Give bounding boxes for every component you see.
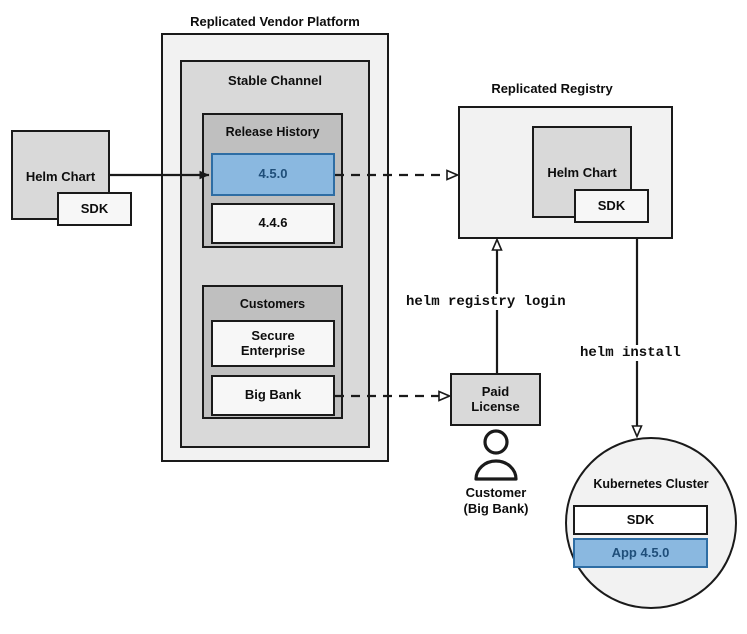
registry-title: Replicated Registry	[491, 81, 613, 96]
cluster-component-app[interactable]: App 4.5.0	[573, 538, 708, 568]
release-item-4-5-0-label: 4.5.0	[258, 166, 288, 182]
registry-sdk-box: SDK	[574, 189, 649, 223]
customer-item-secure-enterprise-label: Secure Enterprise	[240, 327, 306, 358]
customer-item-secure-enterprise[interactable]: Secure Enterprise	[211, 320, 335, 367]
customer-actor-label: Customer (Big Bank)	[436, 485, 556, 518]
customer-item-big-bank-label: Big Bank	[244, 387, 302, 403]
customer-actor-line2: (Big Bank)	[463, 501, 529, 517]
vendor-platform-title: Replicated Vendor Platform	[190, 14, 360, 29]
stable-channel-title: Stable Channel	[228, 73, 322, 88]
person-icon	[474, 429, 518, 481]
release-history-title: Release History	[225, 125, 320, 139]
customers-title: Customers	[239, 297, 306, 311]
command-registry-login: helm registry login	[403, 294, 569, 310]
registry-sdk-label: SDK	[597, 197, 626, 213]
cluster-component-sdk[interactable]: SDK	[573, 505, 708, 535]
release-item-4-4-6[interactable]: 4.4.6	[211, 203, 335, 244]
customer-actor-line1: Customer	[465, 485, 527, 500]
paid-license-box: Paid License	[450, 373, 541, 426]
cluster-component-app-label: App 4.5.0	[611, 544, 670, 560]
cluster-component-sdk-label: SDK	[626, 511, 655, 527]
command-helm-install: helm install	[577, 345, 684, 361]
paid-license-label: Paid License	[471, 383, 520, 414]
release-item-4-4-6-label: 4.4.6	[258, 215, 288, 231]
customer-item-big-bank[interactable]: Big Bank	[211, 375, 335, 416]
source-sdk-box: SDK	[57, 192, 132, 226]
registry-helm-chart-label: Helm Chart	[547, 165, 617, 180]
kubernetes-cluster-title: Kubernetes Cluster	[593, 477, 709, 491]
source-helm-chart-label: Helm Chart	[25, 169, 96, 184]
release-item-4-5-0[interactable]: 4.5.0	[211, 153, 335, 196]
source-sdk-label: SDK	[80, 200, 109, 216]
